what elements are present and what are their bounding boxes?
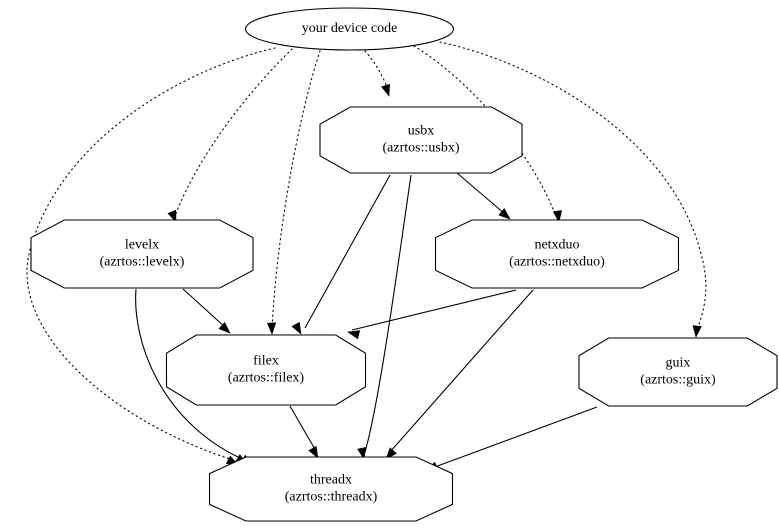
node-guix[interactable]: guix(azrtos::guix) xyxy=(578,337,778,407)
arrowhead-to-guix xyxy=(692,325,702,338)
edge-usbx-to-netxduo xyxy=(456,172,506,215)
nodes-layer: your device codeusbx(azrtos::usbx)levelx… xyxy=(30,7,778,522)
arrowhead-to-levelx xyxy=(167,209,177,223)
edge-levelx-to-filex xyxy=(182,288,227,329)
edge-netxduo-to-threadx xyxy=(389,289,534,453)
node-shape-octagon-guix xyxy=(578,337,778,407)
edge-device-to-threadx xyxy=(26,47,276,460)
node-shape-ellipse-device xyxy=(244,7,455,51)
arrowhead-to-filex xyxy=(291,321,302,335)
node-shape-octagon-filex xyxy=(165,334,367,406)
arrowhead-to-threadx xyxy=(357,446,367,460)
node-shape-octagon-threadx xyxy=(208,456,454,522)
edge-levelx-to-threadx xyxy=(135,288,241,459)
arrowhead-to-usbx xyxy=(381,83,390,97)
edge-usbx-to-filex xyxy=(304,174,391,329)
arrowhead-to-netxduo xyxy=(498,208,511,220)
node-device[interactable]: your device code xyxy=(244,7,455,51)
edges-layer xyxy=(26,41,707,469)
edge-filex-to-threadx xyxy=(289,405,317,452)
node-filex[interactable]: filex(azrtos::filex) xyxy=(165,334,367,406)
edge-device-to-levelx xyxy=(174,48,293,217)
arrowhead-to-netxduo xyxy=(552,210,563,223)
node-levelx[interactable]: levelx(azrtos::levelx) xyxy=(30,219,254,289)
arrowhead-to-filex xyxy=(218,321,231,334)
arrowhead-to-filex xyxy=(347,330,361,340)
node-shape-octagon-levelx xyxy=(30,219,254,289)
edge-device-to-guix xyxy=(439,41,707,331)
edge-netxduo-to-filex xyxy=(351,289,517,331)
node-threadx[interactable]: threadx(azrtos::threadx) xyxy=(208,456,454,522)
edge-usbx-to-threadx xyxy=(364,174,412,453)
node-netxduo[interactable]: netxduo(azrtos::netxduo) xyxy=(434,219,680,289)
arrowhead-to-filex xyxy=(266,322,277,335)
node-usbx[interactable]: usbx(azrtos::usbx) xyxy=(319,106,523,174)
edge-device-to-filex xyxy=(271,50,321,330)
edge-guix-to-threadx xyxy=(431,406,598,469)
arrowhead-to-threadx xyxy=(385,447,397,460)
edge-device-to-usbx xyxy=(364,50,389,91)
node-shape-octagon-netxduo xyxy=(434,219,680,289)
node-shape-octagon-usbx xyxy=(319,106,523,174)
arrowhead-to-threadx xyxy=(308,445,319,459)
